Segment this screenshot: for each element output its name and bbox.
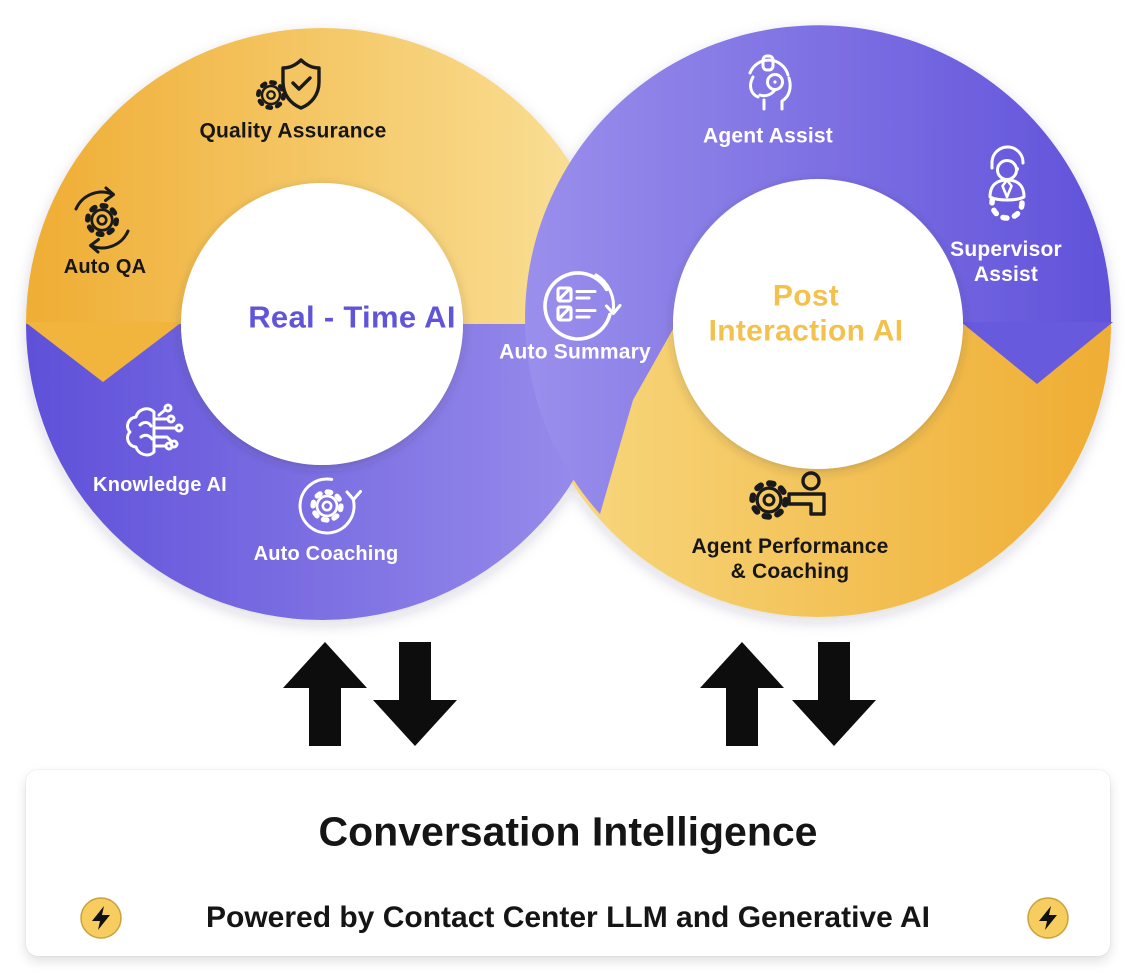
label-line: Supervisor [950, 238, 1062, 262]
banner-subtitle: Powered by Contact Center LLM and Genera… [205, 901, 931, 934]
label-auto-coaching: Auto Coaching [253, 543, 399, 566]
supervisor-gear-icon [988, 145, 1026, 221]
label-line: Agent Performance [691, 535, 889, 559]
down-arrow-icon [373, 642, 457, 746]
left-ring-yellow-chevron [25, 322, 182, 382]
right-ring-yellow-half [525, 324, 1111, 617]
lightning-bolt-icon [79, 896, 123, 940]
infinity-rings [25, 25, 1113, 620]
sync-arrows-right [700, 642, 876, 746]
right-ring-center-disc [673, 179, 963, 469]
gear-refresh-icon [74, 186, 130, 254]
label-agent-performance-coaching: Agent Performance & Coaching [691, 535, 888, 585]
lightning-bolt-icon [1026, 896, 1070, 940]
label-agent-assist: Agent Assist [703, 124, 833, 148]
left-ring-title: Real - Time AI [248, 299, 456, 335]
headset-agent-icon [748, 54, 792, 111]
banner-title: Conversation Intelligence [318, 808, 818, 855]
sync-arrows-left [283, 642, 457, 746]
up-arrow-icon [700, 642, 784, 746]
brain-circuit-icon [126, 403, 184, 457]
title-line: Interaction AI [708, 315, 904, 348]
label-line: & Coaching [730, 560, 850, 583]
down-arrow-icon [792, 642, 876, 746]
left-ring-yellow-half [26, 28, 618, 324]
right-ring-title: Post Interaction AI [709, 279, 904, 350]
left-ring-purple-half [26, 324, 618, 620]
icon-layer [74, 54, 1026, 535]
label-supervisor-assist: Supervisor Assist [950, 238, 1062, 288]
gear-person-icon [752, 471, 826, 517]
gear-cycle-arrow-icon [298, 477, 362, 535]
title-line: Post [772, 279, 840, 313]
conversation-intelligence-banner: Conversation Intelligence Powered by Con… [26, 770, 1110, 956]
label-knowledge-ai: Knowledge AI [93, 474, 227, 497]
label-line: Assist [973, 263, 1039, 286]
checklist-refresh-icon [543, 271, 622, 341]
label-quality-assurance: Quality Assurance [199, 119, 387, 143]
label-auto-qa: Auto QA [63, 256, 147, 279]
up-arrow-icon [283, 642, 367, 746]
left-ring-center-disc [181, 183, 463, 465]
right-ring-purple-chevron [961, 322, 1113, 384]
right-ring-purple-half [525, 25, 1112, 515]
gear-shield-check-icon [258, 58, 321, 108]
label-auto-summary: Auto Summary [499, 340, 651, 364]
